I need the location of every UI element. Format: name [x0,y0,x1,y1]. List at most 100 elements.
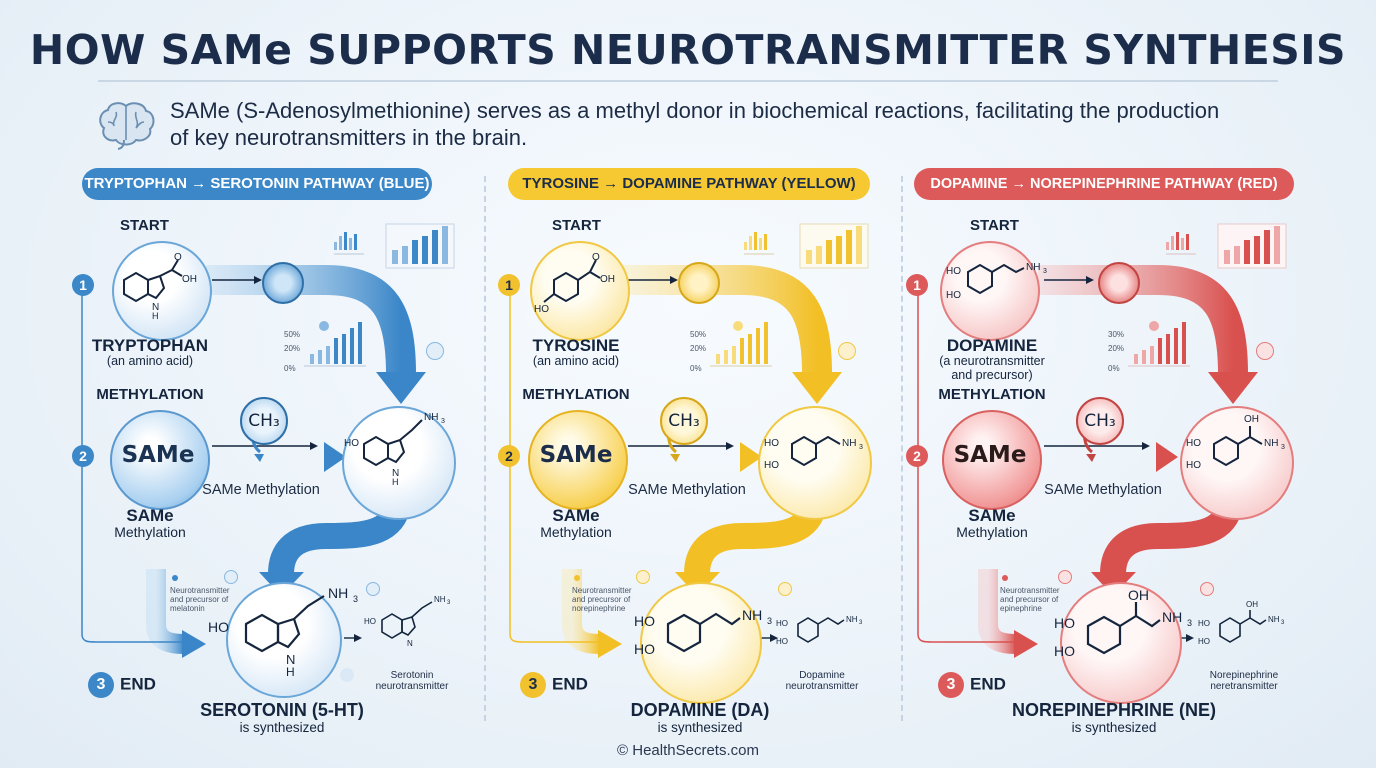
chart-percent: 50% [690,330,707,339]
step-3-badge: 3 [88,672,114,698]
end-molecule-name: NOREPINEPHRINE (NE) [1011,700,1217,720]
methylation-label: METHYLATION [522,386,630,403]
step-1-badge: 1 [498,274,520,296]
svg-text:HO: HO [1198,637,1210,646]
same-circle [110,410,210,510]
enzyme-icon [1098,262,1140,304]
end-molecule-sub: is synthesized [657,720,743,735]
same-circle-label: SAMe [953,442,1027,468]
step-1-badge: 1 [72,274,94,296]
svg-text:NH: NH [1268,615,1280,624]
svg-text:HO: HO [946,266,961,277]
mini-molecule-label: Dopamine neurotransmitter [785,670,859,692]
dopamine-structure: HO HO NH 3 [764,435,863,471]
svg-text:NH: NH [1026,262,1040,273]
intro-text: SAMe (S-Adenosylmethionine) serves as a … [170,98,1220,150]
mini-molecule-label: Serotonin neurotransmitter [375,670,449,692]
svg-text:N: N [286,652,295,667]
bar-chart-icon [1128,321,1190,367]
norepinephrine-structure: HO HO OH NH 3 [1186,414,1285,471]
same-sub: Methylation [540,524,612,540]
bar-chart-icon [1166,223,1287,269]
ch3-bubble-icon: CH₃ [1076,397,1124,445]
step-1-badge: 1 [906,274,928,296]
serotonin-mini-structure: HO NH 3 N [364,595,451,648]
tyrosine-molecule-circle [530,241,630,341]
same-sub: Methylation [114,524,186,540]
step-2-badge: 2 [498,445,520,467]
tryptophan-structure: O OH N H [123,252,197,321]
chart-percent: 20% [284,344,301,353]
panel-norepinephrine-pathway: DOPAMINE → NOREPINEPHRINE PATHWAY (RED) … [898,164,1338,754]
svg-text:H: H [152,311,159,321]
hydroxytryptophan-structure: HO NH 3 N H [344,412,445,487]
panel-dopamine-pathway: TYROSINE → DOPAMINE PATHWAY (YELLOW) STA… [482,164,922,754]
same-name: SAMe [126,506,174,525]
methylation-label: METHYLATION [96,386,204,403]
svg-text:HO: HO [208,619,229,635]
same-name: SAMe [968,506,1016,525]
timer-icon [1058,570,1072,584]
svg-text:HO: HO [764,460,779,471]
molecule-note: Neurotransmitter and precursor of epinep… [1000,586,1060,613]
svg-text:3: 3 [1281,620,1285,626]
enzyme-icon [262,262,304,304]
bar-chart-icon [744,223,869,269]
timer-icon [1256,342,1274,360]
intermediate-molecule-circle [1180,406,1294,520]
start-label: START [970,217,1019,234]
chart-percent: 20% [1108,344,1125,353]
dopamine-start-structure: HO HO NH 3 [946,262,1047,301]
end-molecule-name: DOPAMINE (DA) [630,700,770,720]
end-molecule-circle [640,582,762,704]
methylation-step-label: SAMe Methylation [1044,482,1162,498]
chart-percent: 0% [690,364,702,373]
svg-text:OH: OH [1128,587,1149,603]
title-divider [98,80,1278,82]
same-name: SAMe [552,506,600,525]
start-molecule-sub: (an amino acid) [532,354,620,368]
svg-text:3: 3 [447,600,451,606]
start-molecule-name: DOPAMINE [946,336,1038,355]
ch3-bubble-icon: CH₃ [660,397,708,445]
panel-header: TYROSINE → DOPAMINE PATHWAY (YELLOW) [508,168,870,200]
svg-text:O: O [174,252,182,263]
same-circle-label: SAMe [121,442,195,468]
info-icon [1200,582,1214,596]
mini-molecule-label: Norepinephrine neretransmitter [1209,670,1279,692]
svg-text:NH: NH [434,595,446,604]
panel-header: TRYPTOPHAN → SEROTONIN PATHWAY (BLUE) [82,168,432,200]
brain-icon [99,102,155,150]
note-dot [1002,575,1008,581]
svg-text:3: 3 [353,594,358,604]
same-circle [942,410,1042,510]
same-circle [528,410,628,510]
dopamine-start-circle [940,241,1040,341]
svg-text:HO: HO [946,290,961,301]
svg-text:HO: HO [1054,615,1075,631]
chart-percent: 30% [1108,330,1125,339]
timer-icon [426,342,444,360]
svg-text:N: N [407,639,413,648]
footer-copyright: © HealthSecrets.com [617,742,759,759]
step-3-badge: 3 [520,672,546,698]
svg-text:HO: HO [344,438,359,449]
note-dot [574,575,580,581]
end-molecule-sub: is synthesized [1071,720,1157,735]
svg-text:N: N [392,468,399,479]
svg-text:HO: HO [1198,619,1210,628]
svg-text:HO: HO [364,617,376,626]
chart-percent: 0% [284,364,296,373]
ch3-bubble-icon: CH₃ [240,397,288,445]
svg-text:O: O [592,252,600,263]
svg-text:NH: NH [846,615,858,624]
panel-serotonin-pathway: TRYPTOPHAN → SEROTONIN PATHWAY (BLUE) ST… [66,164,506,754]
bar-chart-icon [710,321,772,367]
note-dot [172,575,178,581]
molecule-note: Neurotransmitter and precursor of melato… [170,586,230,613]
svg-text:HO: HO [776,637,788,646]
svg-text:NH: NH [328,585,348,601]
step-3-badge: 3 [938,672,964,698]
intermediate-molecule-circle [758,406,872,520]
